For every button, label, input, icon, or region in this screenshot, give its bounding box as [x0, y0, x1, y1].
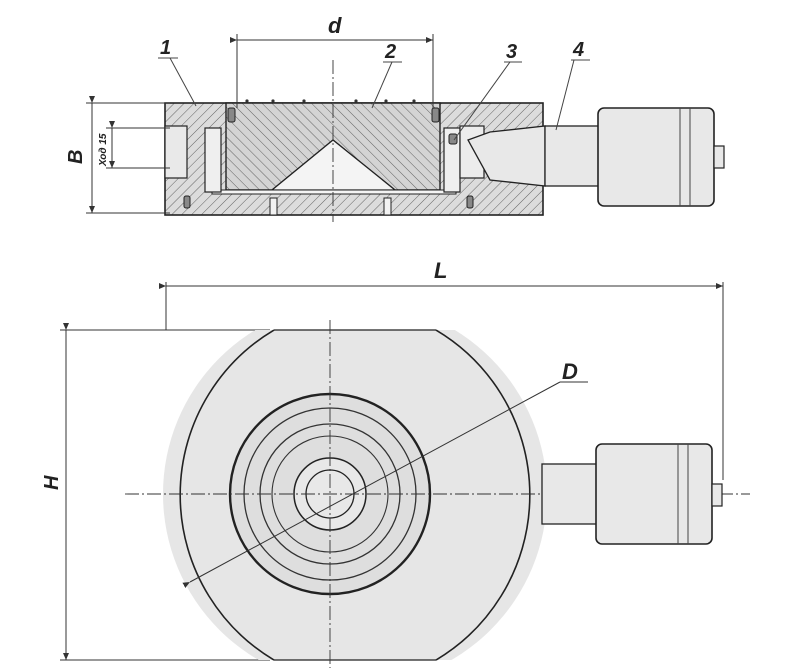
plan-coupling-tip	[711, 483, 723, 507]
part-1-label: 1	[160, 37, 171, 59]
part-4-label: 4	[572, 39, 584, 61]
oil-chamber	[211, 189, 457, 195]
top-dots	[245, 99, 416, 103]
part-2-leader	[371, 61, 393, 109]
part-1-leader	[169, 57, 197, 107]
seal-rings	[183, 107, 474, 209]
coupling-body	[597, 107, 715, 207]
left-recess	[164, 125, 188, 179]
left-gap	[204, 127, 222, 193]
dim-l-label: L	[434, 258, 447, 283]
part-3-label: 3	[506, 41, 517, 63]
dim-d-diameter-line	[182, 381, 561, 588]
coupling-tip	[713, 145, 725, 169]
dim-stroke-label: Ход 15	[98, 133, 109, 167]
dim-d-label: d	[328, 13, 342, 38]
bottom-holes	[269, 197, 392, 216]
part-3-leader	[453, 61, 511, 141]
dim-b-label: B	[65, 150, 87, 164]
part-2-label: 2	[384, 41, 396, 63]
dim-h-label: H	[41, 475, 63, 490]
dim-big-d-label: D	[562, 359, 578, 384]
plan-view: L H D	[41, 258, 750, 668]
plan-coupling-neck	[541, 463, 599, 525]
plan-coupling-body	[595, 443, 713, 545]
coupling-neck	[544, 125, 601, 187]
part-4-leader	[555, 59, 575, 131]
section-view: d B Ход 15 1 2 3 4	[65, 13, 725, 222]
